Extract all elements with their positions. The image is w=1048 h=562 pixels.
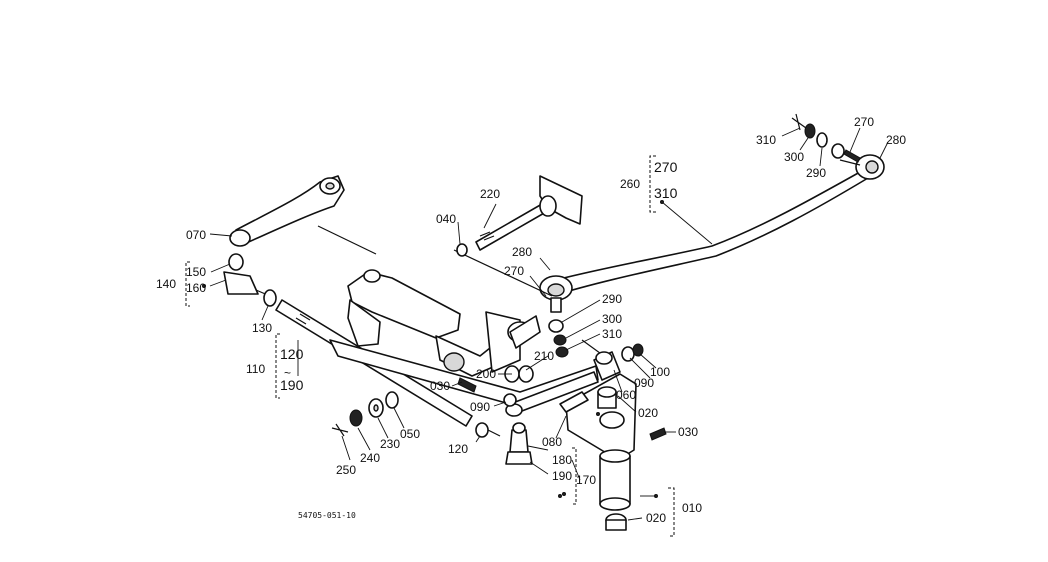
bracket-group-140: [185, 261, 206, 307]
cotter-100[interactable]: [632, 343, 644, 357]
nut-300-upper[interactable]: [804, 123, 816, 139]
steering-arm-070[interactable]: [229, 175, 345, 247]
label-280-center: 280: [512, 245, 532, 259]
label-010: 010: [682, 501, 702, 515]
label-310-bracket: 310: [654, 185, 678, 201]
cotter-pin-250[interactable]: [331, 423, 349, 437]
label-040: 040: [436, 212, 456, 226]
shaft-220[interactable]: [475, 175, 583, 251]
leader-lines: [209, 127, 889, 521]
label-tilde: ~: [284, 366, 291, 380]
label-190-bracket: 190: [280, 377, 304, 393]
washer-050[interactable]: [385, 391, 399, 409]
label-260: 260: [620, 177, 640, 191]
bracket-group-110: [275, 333, 280, 399]
label-090-center: 090: [470, 400, 490, 414]
label-090-right: 090: [634, 376, 654, 390]
label-030-right: 030: [678, 425, 698, 439]
arm-080[interactable]: [505, 371, 599, 417]
label-110: 110: [246, 362, 265, 376]
label-140: 140: [156, 277, 176, 291]
reference-line: [317, 225, 377, 255]
axle-support-bracket[interactable]: [347, 269, 541, 377]
label-300-upper: 300: [784, 150, 804, 164]
label-100: 100: [650, 365, 670, 379]
bushing-210[interactable]: [518, 365, 534, 383]
label-300-center: 300: [602, 312, 622, 326]
stud-270-upper[interactable]: [843, 149, 861, 163]
washer-290-center[interactable]: [548, 319, 564, 333]
tie-rod-end-180[interactable]: [505, 422, 533, 465]
label-120-lower: 120: [448, 442, 468, 456]
reference-line: [453, 249, 553, 297]
cotter-pin-310-upper[interactable]: [791, 113, 807, 131]
dot: [596, 412, 600, 416]
bracket-group-260: [649, 155, 664, 213]
dot: [558, 494, 562, 498]
label-270-center: 270: [504, 264, 524, 278]
label-020-lower: 020: [646, 511, 666, 525]
lock-nut-130[interactable]: [263, 289, 277, 307]
label-020-upper: 020: [638, 406, 658, 420]
label-170: 170: [576, 473, 596, 487]
label-200: 200: [476, 367, 496, 381]
label-310-upper: 310: [756, 133, 776, 147]
diagram-code: 54705-051-10: [298, 511, 356, 520]
lock-nut-120-lower[interactable]: [475, 422, 501, 438]
bolt-030-center[interactable]: [457, 377, 477, 393]
washer-230[interactable]: [368, 398, 384, 418]
label-120-bracket: 120: [280, 346, 304, 362]
pin-310-center[interactable]: [555, 346, 569, 358]
label-270-bracket: 270: [654, 159, 678, 175]
bracket-group-180: [562, 447, 577, 505]
label-150: 150: [186, 265, 206, 279]
label-220: 220: [480, 187, 500, 201]
part-labels: 070 150 140 160 130 120 110 ~ 190 040 22…: [156, 115, 906, 525]
label-290-upper: 290: [806, 166, 826, 180]
label-230: 230: [380, 437, 400, 451]
o-ring-040[interactable]: [456, 243, 468, 257]
tie-rod-end-140[interactable]: [223, 253, 271, 297]
label-030-center: 030: [430, 379, 450, 393]
label-160: 160: [186, 281, 206, 295]
label-270-upper: 270: [854, 115, 874, 129]
nut-240[interactable]: [349, 409, 363, 427]
label-250: 250: [336, 463, 356, 477]
label-080: 080: [542, 435, 562, 449]
drag-link-260[interactable]: [539, 154, 885, 313]
label-290-center: 290: [602, 292, 622, 306]
nut-090-center[interactable]: [503, 393, 517, 407]
label-050: 050: [400, 427, 420, 441]
label-070: 070: [186, 228, 206, 242]
washer-290-upper[interactable]: [816, 132, 845, 159]
label-310-center: 310: [602, 327, 622, 341]
label-060: 060: [616, 388, 636, 402]
label-130: 130: [252, 321, 272, 335]
label-280-upper: 280: [886, 133, 906, 147]
nut-300-center[interactable]: [553, 334, 567, 346]
knuckle-arm-060[interactable]: [593, 351, 621, 381]
label-180: 180: [552, 453, 572, 467]
label-190-lower: 190: [552, 469, 572, 483]
nut-090-right[interactable]: [621, 346, 635, 362]
label-210: 210: [534, 349, 554, 363]
bolt-030-right[interactable]: [649, 427, 667, 441]
label-240: 240: [360, 451, 380, 465]
